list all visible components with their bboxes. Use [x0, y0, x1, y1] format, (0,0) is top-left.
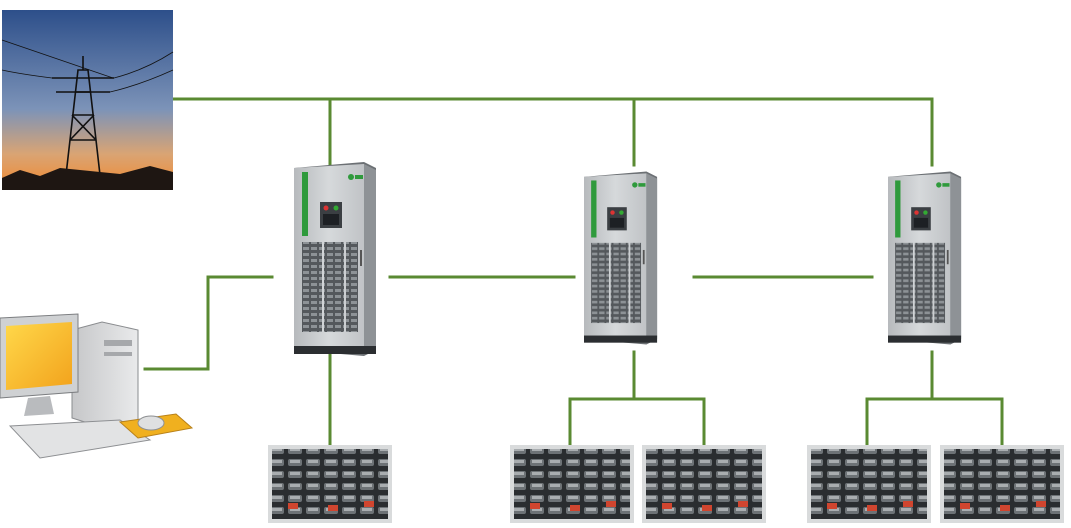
pcs-cabinet-3	[888, 171, 962, 345]
pcs-cabinet-icon	[294, 162, 376, 356]
desktop-computer-icon	[0, 313, 194, 459]
battery-pack-3b	[940, 445, 1064, 523]
battery-split-cabinet-2	[568, 397, 706, 449]
pcs-cabinet-1	[294, 162, 376, 356]
pcs-cabinet-icon	[888, 171, 962, 345]
battery-pack-3a	[807, 445, 931, 523]
battery-packs	[268, 445, 1064, 523]
pcs-cabinet-2	[584, 171, 658, 345]
power-grid-photo	[1, 10, 174, 190]
battery-pack-2b	[642, 445, 766, 523]
connection-wires	[143, 97, 1004, 449]
computer-link-line	[143, 275, 274, 371]
battery-pack-2a	[510, 445, 634, 523]
pcs-cabinet-icon	[584, 171, 658, 345]
transmission-tower-icon	[1, 39, 174, 176]
battery-pack-1a	[268, 445, 392, 523]
battery-split-cabinet-3	[865, 397, 1004, 449]
